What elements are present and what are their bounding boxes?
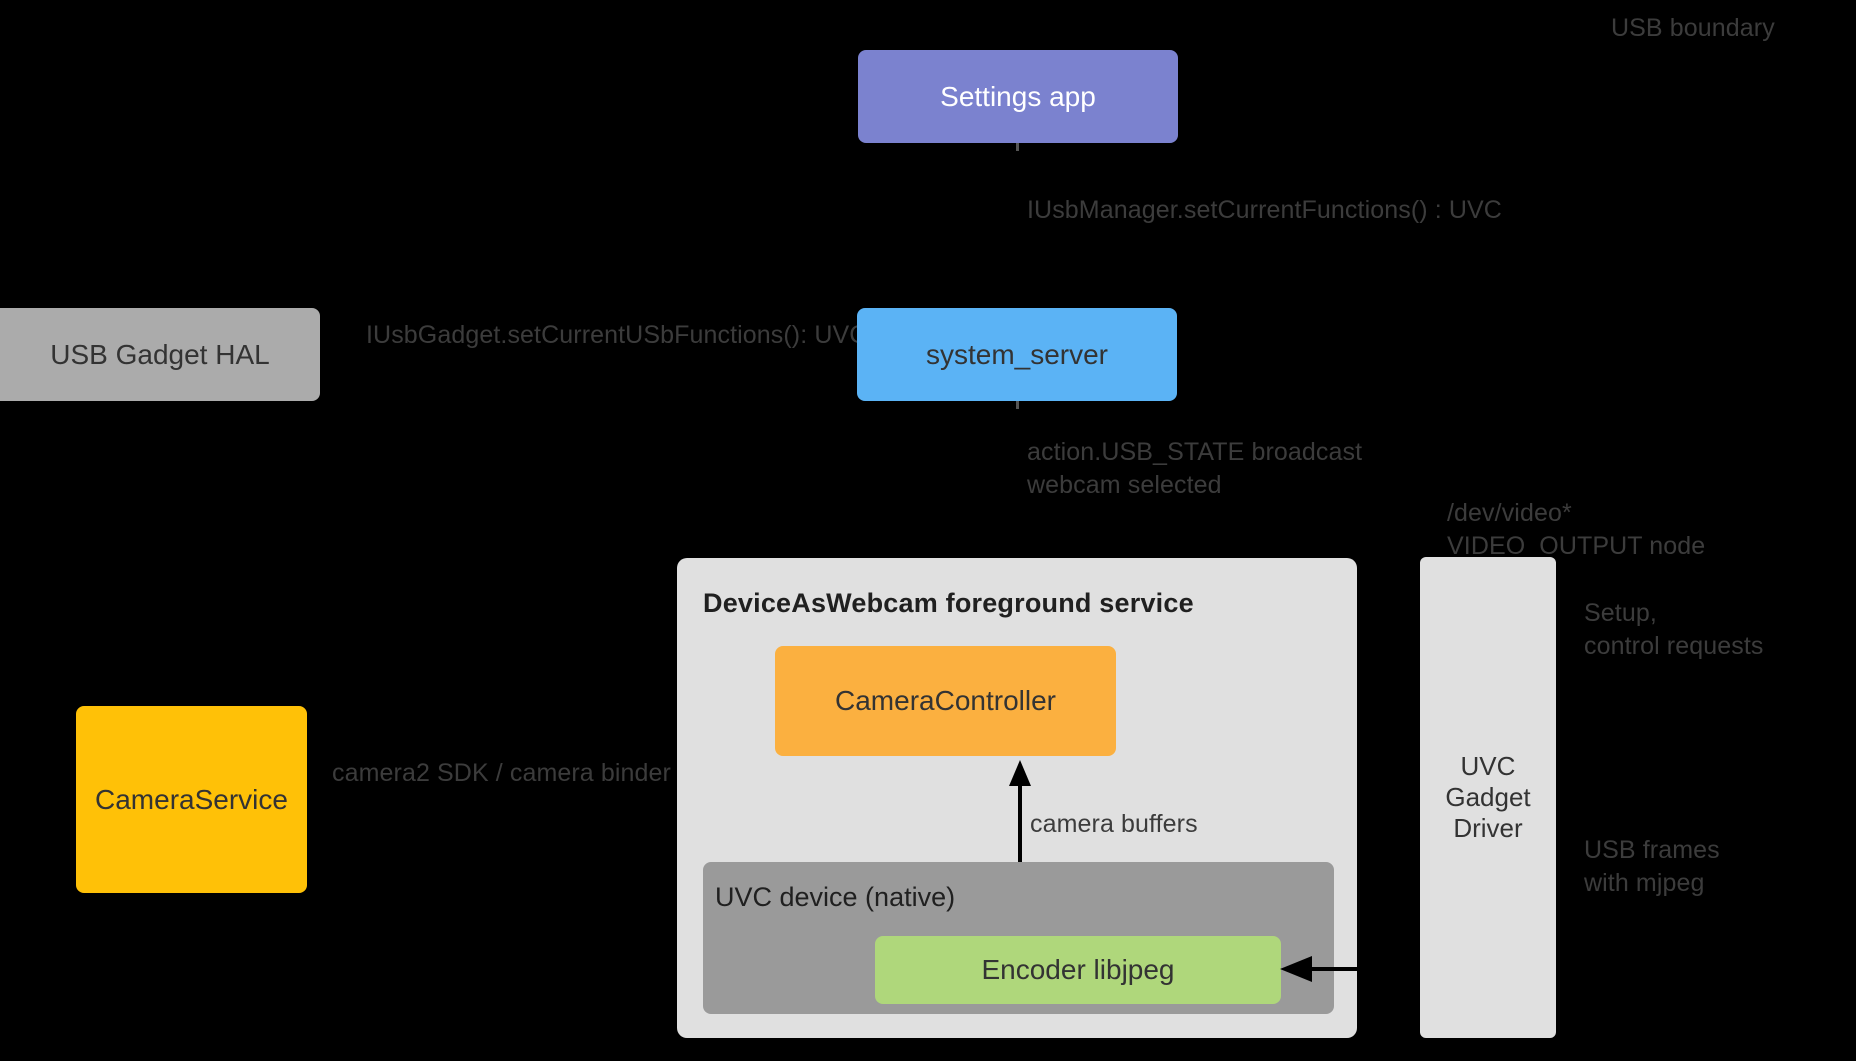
node-system-server[interactable]: system_server (857, 308, 1177, 401)
label-dev-video-node: /dev/video* VIDEO_OUTPUT node (1447, 499, 1706, 560)
label-usb-state-broadcast: action.USB_STATE broadcast webcam select… (1027, 438, 1363, 499)
node-uvc-gadget-driver[interactable]: UVC Gadget Driver (1420, 557, 1556, 1038)
label-camera2-sdk-binder: camera2 SDK / camera binder (332, 759, 671, 787)
panel-title-uvc-device: UVC device (native) (715, 882, 956, 912)
node-camera-service[interactable]: CameraService (76, 706, 307, 893)
label-iusbgadget-setcurrentusbfunctions: IUsbGadget.setCurrentUSbFunctions(): UVC (366, 321, 868, 349)
arrow-usb-frames-to-encoder (1280, 956, 1362, 982)
label-camera-buffers: camera buffers (1030, 810, 1198, 838)
label-usb-boundary: USB boundary (1611, 14, 1775, 42)
node-usb-gadget-hal[interactable]: USB Gadget HAL (0, 308, 320, 401)
connector-stub-system-server (1016, 401, 1019, 409)
node-camera-controller[interactable]: CameraController (775, 646, 1116, 756)
label-iusbmanager-setcurrentfunctions: IUsbManager.setCurrentFunctions() : UVC (1027, 196, 1502, 224)
label-setup-control-requests: Setup, control requests (1584, 599, 1764, 660)
panel-title-deviceaswebcam: DeviceAsWebcam foreground service (703, 588, 1194, 618)
node-settings-app[interactable]: Settings app (858, 50, 1178, 143)
connector-stub-settings (1016, 143, 1019, 151)
label-usb-frames-mjpeg: USB frames with mjpeg (1584, 836, 1720, 897)
node-encoder-libjpeg[interactable]: Encoder libjpeg (875, 936, 1281, 1004)
